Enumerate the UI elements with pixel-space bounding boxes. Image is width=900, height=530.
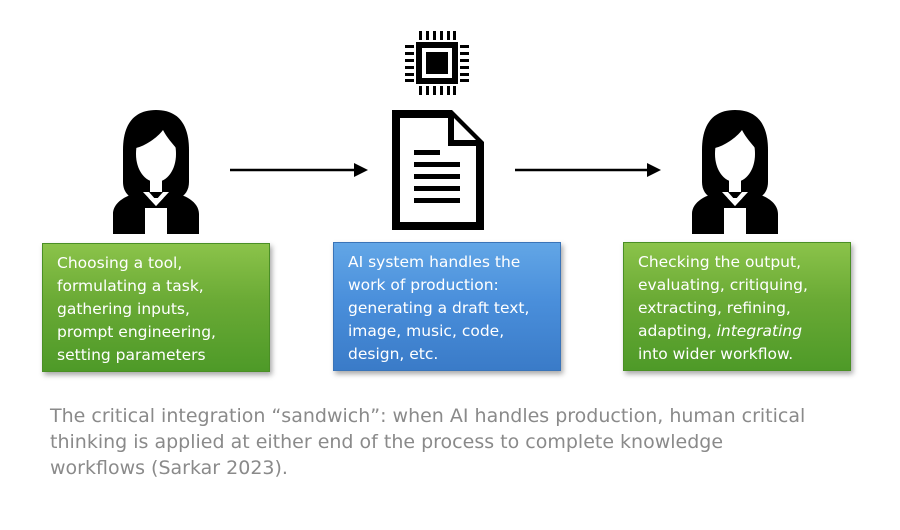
right-human-step-box: Checking the output, evaluating, critiqu… — [623, 242, 851, 371]
figure-caption: The critical integration “sandwich”: whe… — [50, 403, 870, 481]
box-line: formulating a task, — [57, 277, 204, 295]
person-icon — [692, 110, 778, 234]
caption-line: thinking is applied at either end of the… — [50, 431, 724, 453]
box-line: adapting, integrating — [638, 320, 838, 343]
box-line: setting parameters — [57, 346, 206, 364]
person-icon — [113, 110, 199, 234]
document-icon — [392, 110, 484, 230]
box-line: Choosing a tool, — [57, 254, 183, 272]
middle-ai-step-box: AI system handles the work of production… — [333, 242, 561, 371]
box-line: Checking the output, — [638, 253, 801, 271]
box-line: generating a draft text, — [348, 299, 530, 317]
box-line: gathering inputs, — [57, 300, 190, 318]
box-line: evaluating, critiquing, — [638, 276, 808, 294]
caption-line: The critical integration “sandwich”: whe… — [50, 405, 806, 427]
box-text: adapting, — [638, 322, 717, 340]
arrow-right-icon — [515, 163, 661, 177]
box-line: image, music, code, — [348, 322, 505, 340]
caption-line: workflows (Sarkar 2023). — [50, 457, 288, 479]
chip-icon — [405, 31, 469, 95]
box-line: design, etc. — [348, 345, 439, 363]
box-line: prompt engineering, — [57, 323, 216, 341]
arrow-right-icon — [230, 163, 368, 177]
box-line: work of production: — [348, 276, 499, 294]
box-line: into wider workflow. — [638, 345, 794, 363]
integrating-emphasis: integrating — [716, 322, 803, 340]
box-line: AI system handles the — [348, 253, 521, 271]
box-line: extracting, refining, — [638, 299, 791, 317]
left-human-step-box: Choosing a tool, formulating a task, gat… — [42, 243, 270, 372]
